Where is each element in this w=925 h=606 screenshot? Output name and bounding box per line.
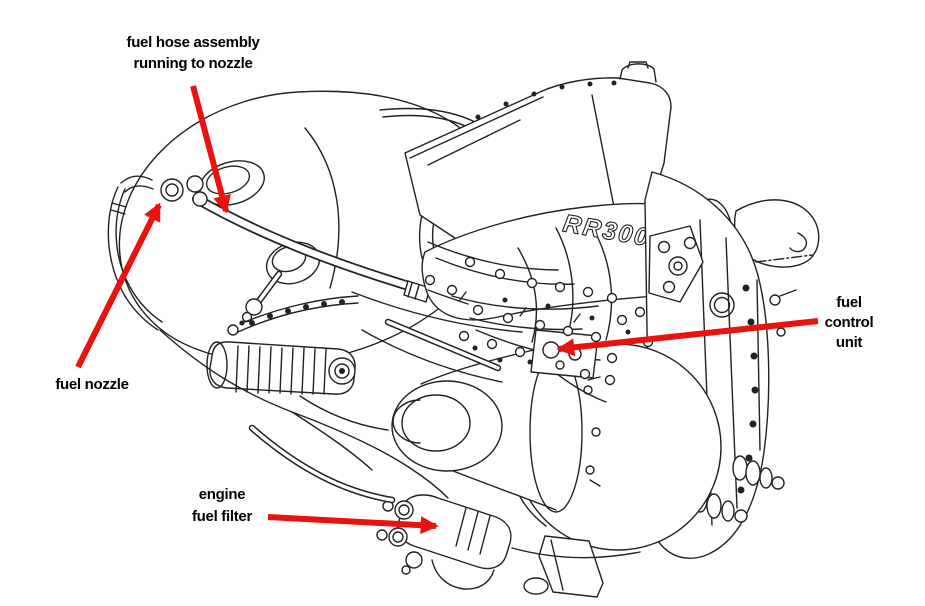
engine-fuel-filter-arrow bbox=[267, 514, 439, 535]
starter-generator bbox=[206, 295, 359, 395]
fuel-nozzle-arrow bbox=[75, 202, 162, 369]
engine-fuel-filter-part bbox=[376, 494, 512, 590]
fuel-hose-assembly-arrow bbox=[190, 85, 231, 214]
underside-lines bbox=[159, 329, 641, 559]
turbine-cone bbox=[391, 343, 722, 551]
fuel-control-unit-arrow bbox=[556, 318, 819, 357]
mounting-bracket bbox=[523, 535, 604, 598]
label-engine-fuel-filter: engine fuel filter bbox=[191, 486, 253, 525]
label-fuel-nozzle: fuel nozzle bbox=[55, 376, 129, 393]
label-fuel-control-unit: fuel control unit bbox=[824, 294, 874, 351]
label-fuel-hose-assembly: fuel hose assembly running to nozzle bbox=[126, 34, 260, 72]
fuel-plumbing bbox=[351, 227, 654, 403]
